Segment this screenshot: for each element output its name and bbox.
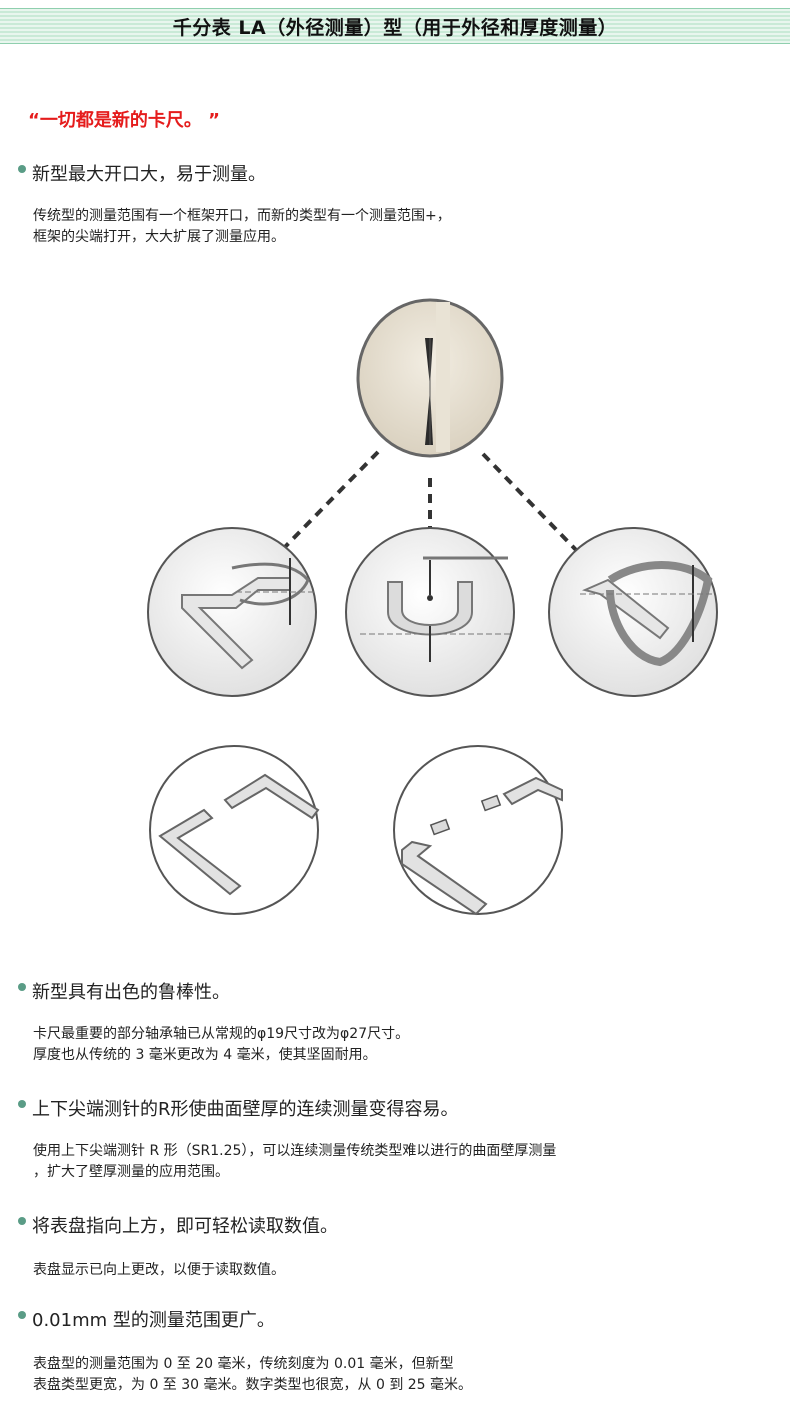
bullet-dot-icon — [18, 1217, 26, 1225]
feature-description-line: 表盘型的测量范围为 0 至 20 毫米，传统刻度为 0.01 毫米，但新型 — [33, 1356, 454, 1372]
feature-description-line: ，扩大了壁厚测量的应用范围。 — [33, 1164, 229, 1180]
feature-description-line: 厚度也从传统的 3 毫米更改为 4 毫米，使其坚固耐用。 — [33, 1047, 377, 1063]
feature-description-line: 框架的尖端打开，大大扩展了测量应用。 — [33, 229, 285, 245]
feature-title: 0.01mm 型的测量范围更广。 — [18, 1306, 778, 1332]
feature-description-line: 传统型的测量范围有一个框架开口，而新的类型有一个测量范围+， — [33, 208, 451, 224]
feature-title-text: 将表盘指向上方，即可轻松读取数值。 — [32, 1216, 338, 1237]
feature-description: 卡尺最重要的部分轴承轴已从常规的φ19尺寸改为φ27尺寸。 厚度也从传统的 3 … — [18, 1024, 778, 1066]
feature-title-text: 新型具有出色的鲁棒性。 — [32, 982, 230, 1003]
page-header: 千分表 LA（外径测量）型（用于外径和厚度测量） — [0, 8, 790, 44]
feature-title: 将表盘指向上方，即可轻松读取数值。 — [18, 1212, 778, 1238]
detail-circle-right — [548, 527, 718, 697]
comparison-circle-conventional — [149, 745, 320, 915]
feature-title: 上下尖端测针的R形使曲面壁厚的连续测量变得容易。 — [18, 1095, 778, 1121]
feature-description: 使用上下尖端测针 R 形（SR1.25），可以连续测量传统类型难以进行的曲面壁厚… — [18, 1141, 778, 1183]
feature-description-line: 表盘显示已向上更改，以便于读取数值。 — [33, 1262, 285, 1278]
page-title: 千分表 LA（外径测量）型（用于外径和厚度测量） — [172, 16, 618, 39]
detail-circle-middle — [345, 527, 515, 697]
feature-title-text: 新型最大开口大，易于测量。 — [32, 164, 266, 185]
feature-robustness: 新型具有出色的鲁棒性。 卡尺最重要的部分轴承轴已从常规的φ19尺寸改为φ27尺寸… — [18, 978, 778, 1066]
feature-title-text: 上下尖端测针的R形使曲面壁厚的连续测量变得容易。 — [32, 1099, 459, 1120]
bullet-dot-icon — [18, 1311, 26, 1319]
feature-dial-up: 将表盘指向上方，即可轻松读取数值。 表盘显示已向上更改，以便于读取数值。 — [18, 1212, 778, 1281]
feature-r-shaped-tips: 上下尖端测针的R形使曲面壁厚的连续测量变得容易。 使用上下尖端测针 R 形（SR… — [18, 1095, 778, 1183]
feature-title-text: 0.01mm 型的测量范围更广。 — [32, 1310, 275, 1331]
feature-description-line: 使用上下尖端测针 R 形（SR1.25），可以连续测量传统类型难以进行的曲面壁厚… — [33, 1143, 557, 1159]
feature-large-opening: 新型最大开口大，易于测量。 传统型的测量范围有一个框架开口，而新的类型有一个测量… — [18, 160, 778, 248]
feature-description: 表盘显示已向上更改，以便于读取数值。 — [18, 1260, 778, 1281]
feature-description: 传统型的测量范围有一个框架开口，而新的类型有一个测量范围+， 框架的尖端打开，大… — [18, 206, 778, 248]
connector-lines — [278, 450, 580, 554]
feature-range: 0.01mm 型的测量范围更广。 表盘型的测量范围为 0 至 20 毫米，传统刻… — [18, 1306, 778, 1396]
bullet-dot-icon — [18, 983, 26, 991]
caliper-illustration — [140, 290, 730, 930]
comparison-circle-new — [393, 745, 563, 916]
zoom-detail-circle — [356, 298, 504, 458]
feature-description-line: 表盘类型更宽，为 0 至 30 毫米。数字类型也很宽，从 0 到 25 毫米。 — [33, 1377, 473, 1393]
feature-description: 表盘型的测量范围为 0 至 20 毫米，传统刻度为 0.01 毫米，但新型 表盘… — [18, 1354, 778, 1396]
feature-title: 新型具有出色的鲁棒性。 — [18, 978, 778, 1004]
bullet-dot-icon — [18, 165, 26, 173]
feature-description-line: 卡尺最重要的部分轴承轴已从常规的φ19尺寸改为φ27尺寸。 — [33, 1026, 410, 1042]
slogan: “一切都是新的卡尺。 ” — [28, 110, 220, 131]
bullet-dot-icon — [18, 1100, 26, 1108]
detail-circle-left — [147, 527, 317, 697]
feature-title: 新型最大开口大，易于测量。 — [18, 160, 778, 186]
